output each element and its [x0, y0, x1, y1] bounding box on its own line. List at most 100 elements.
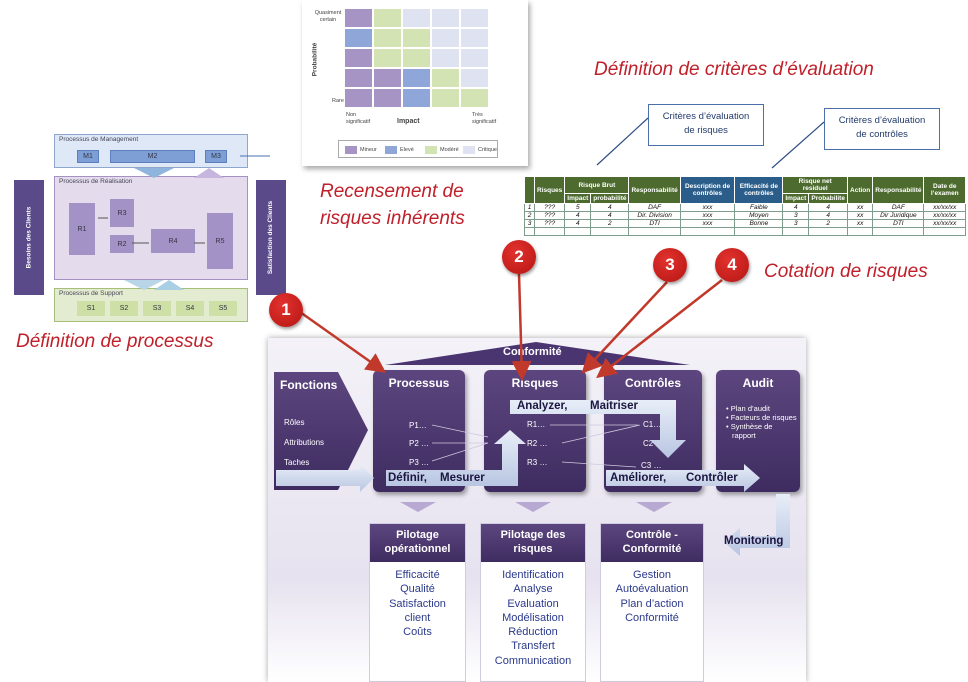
criteria-title: Définition de critères d’évaluation: [594, 59, 874, 80]
table-cell-risk: ???: [533, 211, 566, 220]
realisation-node-1: R1: [69, 203, 95, 255]
pilotage-op-item: Qualité: [400, 583, 435, 596]
table-cell-empty: [847, 227, 874, 236]
matrix-cell-modere: [373, 28, 402, 48]
col-date: Date de l’examen: [923, 176, 966, 204]
matrix-cell-mineur: [344, 48, 373, 68]
flow-analyzer: Analyzer,: [517, 400, 568, 412]
flow-ameliorer: Améliorer,: [610, 472, 667, 484]
table-cell-resp2: DTI: [872, 219, 925, 228]
management-node-1: M1: [77, 150, 99, 163]
matrix-legend: Mineur Elevé Modéré Critique: [338, 140, 498, 158]
inventory-title-line2: risques inhérents: [320, 208, 465, 229]
table-cell-eff: Moyen: [734, 211, 784, 220]
marker-3: 3: [653, 248, 687, 282]
marker-4: 4: [715, 248, 749, 282]
table-cell-impact: 5: [564, 203, 592, 212]
risques-item-3: R3 …: [527, 458, 548, 467]
matrix-cell-critique: [431, 28, 460, 48]
risques-item-2: R2 …: [527, 439, 548, 448]
table-cell-empty: [628, 227, 681, 236]
col-description: Description de contrôles: [679, 176, 736, 204]
audit-item-plan: • Plan d’audit: [726, 404, 770, 413]
table-cell-risk: ???: [533, 219, 566, 228]
audit-title: Audit: [742, 376, 774, 390]
table-cell-n: 3: [524, 219, 535, 228]
x-axis-label: Impact: [397, 118, 420, 125]
client-satisfaction-bar: Satisfaction des Clients: [256, 180, 286, 295]
matrix-cell-modere: [431, 68, 460, 88]
management-label: Processus de Management: [59, 136, 139, 143]
controle-conf-item: Autoévaluation: [615, 583, 689, 596]
table-cell-impact: 4: [564, 211, 592, 220]
process-map-connectors: [98, 155, 270, 290]
fonctions-title: Fonctions: [280, 378, 338, 392]
matrix-cell-modere: [460, 88, 489, 108]
controle-conformite-list: Gestion Autoévaluation Plan d’action Con…: [601, 568, 703, 625]
pilotage-op-item: Efficacité: [395, 569, 440, 581]
realisation-node-4: R4: [151, 229, 195, 253]
table-cell-resp2: Dir Juridique: [872, 211, 925, 220]
matrix-cell-critique: [431, 48, 460, 68]
pilotage-risques-item: Communication: [494, 654, 572, 667]
flow-controler: Contrôler: [686, 472, 738, 484]
matrix-cell-mineur: [373, 68, 402, 88]
pilotage-risques-item: Réduction: [508, 626, 558, 639]
controle-conformite-title: Contrôle - Conformité: [601, 524, 703, 562]
controle-conf-item: Gestion: [633, 569, 671, 581]
support-process-box: Processus de Support S1 S2 S3 S4 S5: [54, 288, 248, 322]
table-cell-resp: Dir. Division: [628, 211, 681, 220]
pilotage-op-item: client: [404, 611, 431, 624]
pilotage-op-item: Coûts: [403, 626, 432, 639]
table-cell-empty: [590, 227, 630, 236]
realisation-label: Processus de Réalisation: [59, 178, 133, 185]
audit-list: • Plan d’audit • Facteurs de risques • S…: [726, 404, 798, 440]
matrix-grid: [344, 8, 489, 108]
table-cell-empty: [782, 227, 810, 236]
controle-conformite-box: Contrôle - Conformité Gestion Autoévalua…: [600, 523, 704, 682]
audit-item-synthese-text: Synthèse de rapport: [730, 422, 773, 440]
legend-modere: Modéré: [440, 147, 459, 153]
controles-item-2: C2: [643, 439, 654, 448]
matrix-cell-mineur: [344, 68, 373, 88]
processus-item-2: P2 …: [409, 439, 430, 448]
processus-item-3: P3 …: [409, 458, 430, 467]
col-risque-net: Risque net residuel: [782, 176, 849, 194]
controles-item-3: C3 …: [641, 461, 662, 470]
legend-mineur: Mineur: [360, 147, 377, 153]
matrix-cell-eleve: [402, 88, 431, 108]
table-cell-empty: [734, 227, 784, 236]
table-cell-empty: [564, 227, 592, 236]
process-definition-title: Définition de processus: [16, 331, 214, 352]
table-cell-resp: DAF: [628, 203, 681, 212]
support-node-4: S4: [176, 301, 204, 316]
table-cell-date: xx/xx/xx: [923, 211, 966, 220]
table-cell-empty: [872, 227, 925, 236]
table-cell-prob: 4: [590, 211, 630, 220]
flow-definir: Définir,: [388, 472, 427, 484]
legend-eleve: Elevé: [400, 147, 414, 153]
audit-item-synthese: • Synthèse de rapport: [726, 422, 773, 440]
matrix-cell-modere: [373, 48, 402, 68]
controle-conf-item: Plan d’action: [620, 597, 684, 610]
pilotage-op-item: Satisfaction: [389, 597, 446, 610]
audit-item-plan-text: Plan d’audit: [730, 404, 770, 413]
fonctions-item-taches: Taches: [284, 458, 310, 467]
pilotage-risques-title: Pilotage des risques: [481, 524, 585, 562]
table-cell-empty: [533, 227, 566, 236]
col-probabilite-net: Probabilite: [808, 193, 849, 204]
pilotage-risques-item: Analyse: [513, 583, 553, 596]
table-cell-risk: ???: [533, 203, 566, 212]
risques-item-1: R1…: [527, 420, 546, 429]
table-cell-date: xx/xx/xx: [923, 219, 966, 228]
table-cell-empty: [808, 227, 849, 236]
pilotage-operationnel-title: Pilotage opérationnel: [370, 524, 465, 562]
y-top-label: Quasiment certain: [314, 10, 342, 23]
risk-rating-title: Cotation de risques: [764, 261, 928, 282]
matrix-cell-critique: [402, 8, 431, 28]
realisation-node-5: R5: [207, 213, 233, 269]
y-axis-label: Probabilité: [311, 42, 319, 77]
marker-1: 1: [269, 293, 303, 327]
controle-conf-item: Conformité: [625, 611, 679, 624]
col-action: Action: [847, 176, 874, 204]
